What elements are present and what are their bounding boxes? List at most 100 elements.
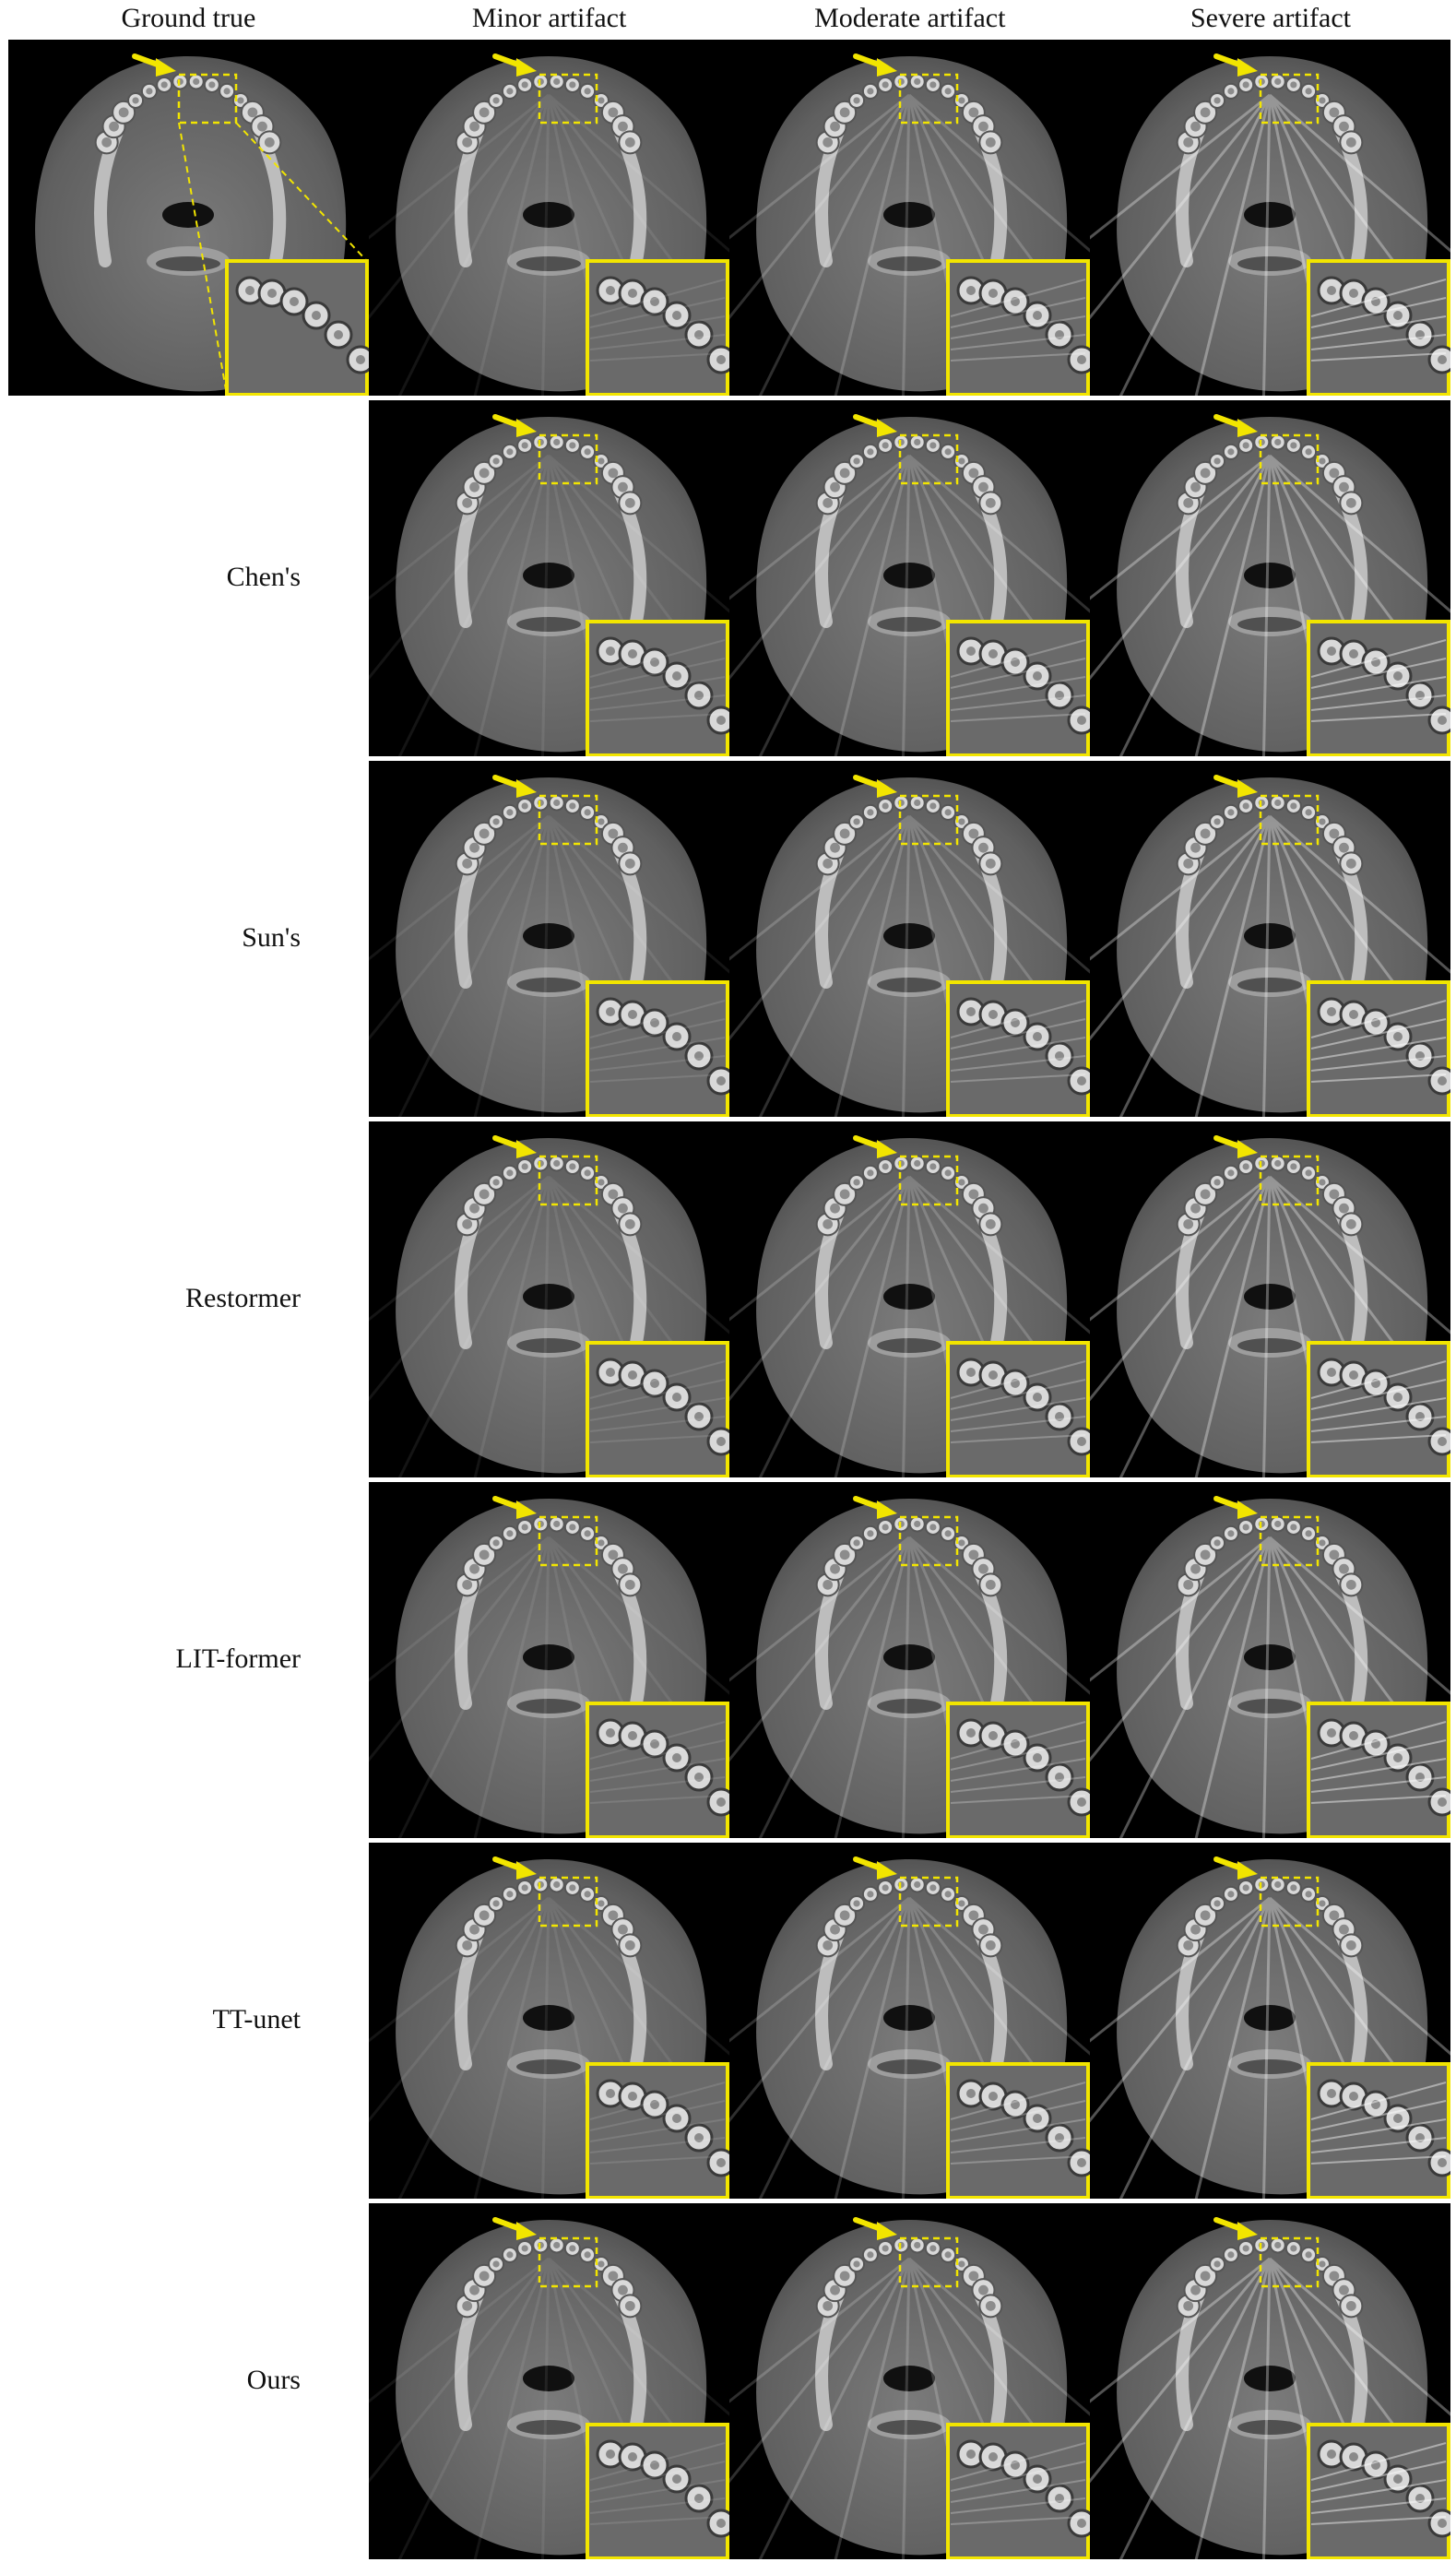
image-cell <box>369 400 730 756</box>
airway <box>1244 2366 1296 2391</box>
teeth-row <box>1177 73 1364 155</box>
metal-artifact-streaks <box>729 1896 1091 2199</box>
roi-dashed-box <box>538 2236 598 2288</box>
metal-artifact-streaks <box>729 2257 1091 2559</box>
column-header: Ground true <box>121 3 256 33</box>
method-label: Chen's <box>226 562 301 592</box>
method-label: Ours <box>246 2365 301 2395</box>
image-cell <box>1090 761 1451 1117</box>
roi-dashed-box <box>899 1515 959 1567</box>
roi-dashed-box <box>1260 1155 1320 1206</box>
zoom-inset <box>586 259 730 396</box>
ct-slice-image <box>729 400 1091 756</box>
vertebra-canal <box>1237 1699 1303 1714</box>
image-cell <box>729 1121 1091 1477</box>
yellow-arrow-icon <box>853 775 898 798</box>
vertebra-canal <box>516 2059 582 2074</box>
vertebra-canal <box>877 617 942 632</box>
airway <box>1244 202 1296 228</box>
roi-dashed-box <box>538 1876 598 1928</box>
airway <box>1244 923 1296 949</box>
teeth-row <box>1177 1155 1364 1237</box>
roi-dashed-box <box>1260 1515 1320 1567</box>
airway <box>883 1644 936 1670</box>
image-cell <box>369 1482 730 1838</box>
yellow-arrow-icon <box>853 414 898 437</box>
zoom-guide-line <box>177 122 228 396</box>
airway <box>883 563 936 588</box>
ct-slice-image <box>1090 761 1451 1117</box>
airway <box>1244 1284 1296 1310</box>
airway <box>523 1284 575 1310</box>
metal-artifact-streaks <box>369 93 730 396</box>
yellow-arrow-icon <box>853 53 898 77</box>
vertebra-canal <box>516 2420 582 2435</box>
airway <box>883 202 936 228</box>
image-cell <box>7 40 369 396</box>
zoom-inset <box>1307 2062 1451 2199</box>
vertebra-canal <box>877 256 942 271</box>
image-cell <box>1090 1121 1451 1477</box>
ct-slice-image <box>369 1843 730 2199</box>
ct-slice-image <box>369 2203 730 2559</box>
yellow-arrow-icon <box>492 414 538 437</box>
roi-dashed-box <box>1260 73 1320 125</box>
vertebra-canal <box>1237 256 1303 271</box>
zoom-inset <box>1307 980 1451 1117</box>
roi-dashed-box <box>899 73 959 125</box>
ct-slice-image <box>1090 1843 1451 2199</box>
image-cell <box>1090 2203 1451 2559</box>
zoom-inset <box>586 620 730 756</box>
image-cell <box>729 1843 1091 2199</box>
yellow-arrow-icon <box>853 1856 898 1880</box>
airway <box>1244 563 1296 588</box>
method-label: TT-unet <box>212 2004 301 2034</box>
zoom-inset <box>586 2062 730 2199</box>
teeth-row <box>455 1155 643 1237</box>
yellow-arrow-icon <box>1213 1856 1259 1880</box>
teeth-row <box>455 1515 643 1597</box>
airway <box>883 923 936 949</box>
yellow-arrow-icon <box>492 1135 538 1158</box>
ct-slice-image <box>1090 400 1451 756</box>
teeth-row <box>815 433 1003 516</box>
vertebra-canal <box>1237 978 1303 992</box>
airway <box>1244 2005 1296 2031</box>
zoom-inset <box>946 259 1091 396</box>
teeth-row <box>1177 794 1364 876</box>
image-cell <box>369 40 730 396</box>
ct-slice-image <box>369 40 730 396</box>
ct-slice-image <box>729 761 1091 1117</box>
roi-dashed-box <box>538 433 598 485</box>
yellow-arrow-icon <box>492 53 538 77</box>
zoom-guide-line <box>235 122 368 262</box>
ct-slice-image <box>729 1121 1091 1477</box>
yellow-arrow-icon <box>492 2217 538 2240</box>
roi-dashed-box <box>899 433 959 485</box>
vertebra-canal <box>1237 1338 1303 1353</box>
vertebra-canal <box>155 256 220 271</box>
ct-slice-image <box>7 40 369 396</box>
airway <box>523 2366 575 2391</box>
teeth-row <box>1177 433 1364 516</box>
ct-slice-image <box>1090 40 1451 396</box>
teeth-row <box>455 2236 643 2319</box>
zoom-inset <box>586 2423 730 2559</box>
teeth-row <box>815 794 1003 876</box>
image-cell <box>729 1482 1091 1838</box>
teeth-row <box>1177 2236 1364 2319</box>
vertebra-canal <box>516 978 582 992</box>
ct-slice-image <box>1090 2203 1451 2559</box>
ct-slice-image <box>369 761 730 1117</box>
metal-artifact-streaks <box>1090 814 1451 1117</box>
method-label: Sun's <box>242 922 301 953</box>
airway <box>883 2366 936 2391</box>
vertebra-canal <box>1237 2420 1303 2435</box>
yellow-arrow-icon <box>1213 2217 1259 2240</box>
ct-slice-image <box>369 1121 730 1477</box>
roi-dashed-box <box>538 73 598 125</box>
zoom-inset <box>946 1702 1091 1838</box>
teeth-row <box>815 1515 1003 1597</box>
column-header: Severe artifact <box>1190 3 1351 33</box>
